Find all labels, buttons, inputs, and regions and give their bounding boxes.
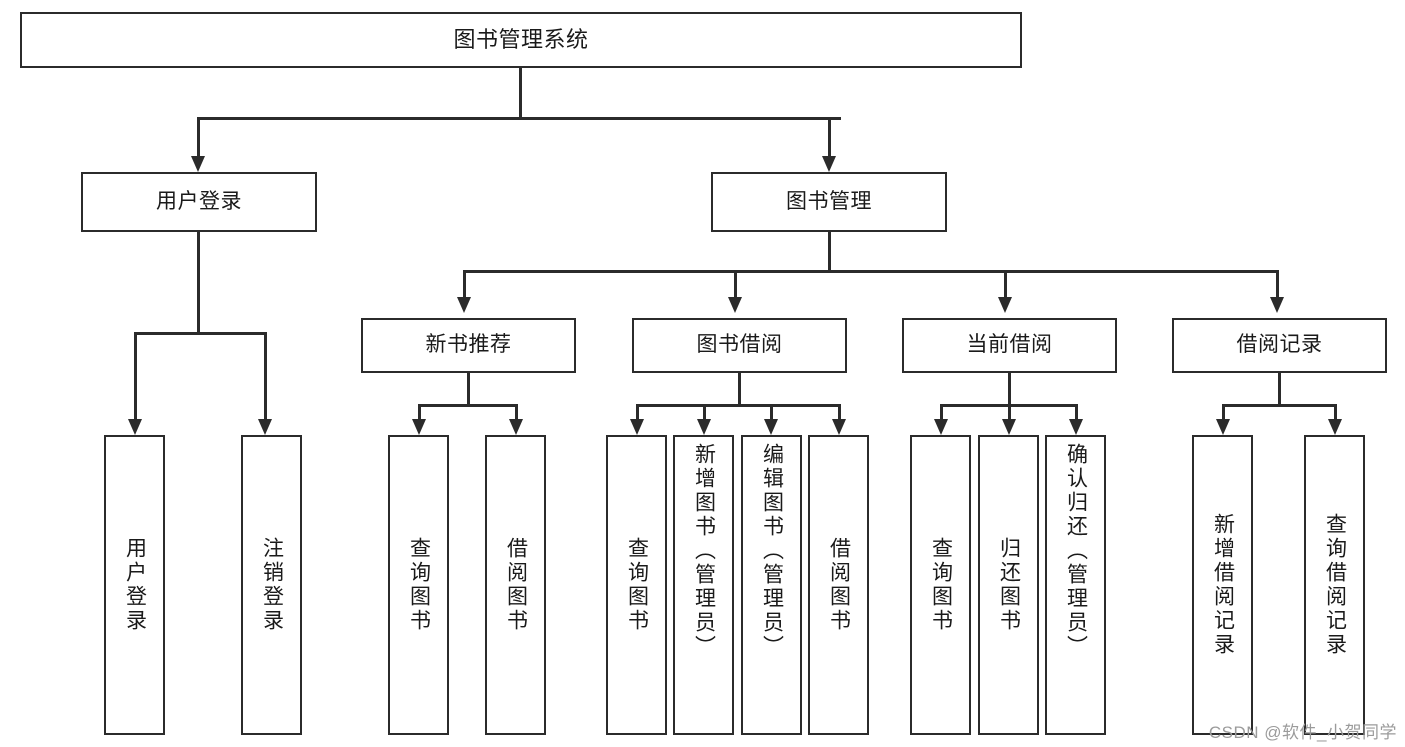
arrowhead-icon <box>509 419 523 435</box>
node-label: 借阅图书 <box>504 537 528 633</box>
node-borrow-record[interactable]: 借阅记录 <box>1172 318 1387 373</box>
node-leaf-logout[interactable]: 注销登录 <box>241 435 302 735</box>
edge-bb-to-leaf-3 <box>770 404 773 422</box>
node-label: 注销登录 <box>260 537 284 633</box>
arrowhead-icon <box>1216 419 1230 435</box>
node-label: 借阅图书 <box>827 537 851 633</box>
edge-bm-to-book-borrow <box>734 270 737 300</box>
arrowhead-icon <box>822 156 836 172</box>
edge-book-management-stem <box>828 232 831 271</box>
node-leaf-query-book-1[interactable]: 查询图书 <box>388 435 449 735</box>
edge-br-bus <box>1223 404 1335 407</box>
node-leaf-confirm-return[interactable]: 确认归还（管理员） <box>1045 435 1106 735</box>
node-leaf-borrow-book-1[interactable]: 借阅图书 <box>485 435 546 735</box>
node-leaf-edit-book[interactable]: 编辑图书（管理员） <box>741 435 802 735</box>
edge-book-management-bus <box>464 270 1279 273</box>
edge-bb-stem <box>738 373 741 405</box>
node-label: 确认归还（管理员） <box>1064 443 1088 659</box>
edge-user-login-stem <box>197 232 200 333</box>
edge-cb-to-leaf-2 <box>1008 404 1011 422</box>
node-leaf-add-book[interactable]: 新增图书（管理员） <box>673 435 734 735</box>
arrowhead-icon <box>457 297 471 313</box>
node-leaf-add-record[interactable]: 新增借阅记录 <box>1192 435 1253 735</box>
edge-user-login-bus <box>135 332 266 335</box>
node-label: 用户登录 <box>156 189 242 213</box>
node-label: 查询借阅记录 <box>1323 513 1347 657</box>
node-leaf-user-login[interactable]: 用户登录 <box>104 435 165 735</box>
edge-br-to-leaf-2 <box>1334 404 1337 422</box>
node-label: 查询图书 <box>929 537 953 633</box>
edge-cb-to-leaf-1 <box>940 404 943 422</box>
node-book-borrow[interactable]: 图书借阅 <box>632 318 847 373</box>
edge-root-stem <box>519 68 522 118</box>
arrowhead-icon <box>998 297 1012 313</box>
arrowhead-icon <box>191 156 205 172</box>
node-book-management[interactable]: 图书管理 <box>711 172 947 232</box>
edge-bb-bus <box>637 404 839 407</box>
node-label: 用户登录 <box>123 537 147 633</box>
edge-nbr-stem <box>467 373 470 405</box>
node-label: 新增借阅记录 <box>1211 513 1235 657</box>
edge-user-login-to-leaf-2 <box>264 332 267 422</box>
node-new-book-recommend[interactable]: 新书推荐 <box>361 318 576 373</box>
edge-br-to-leaf-1 <box>1222 404 1225 422</box>
node-label: 新书推荐 <box>425 333 512 357</box>
arrowhead-icon <box>128 419 142 435</box>
arrowhead-icon <box>412 419 426 435</box>
edge-bb-to-leaf-4 <box>838 404 841 422</box>
node-leaf-borrow-book-2[interactable]: 借阅图书 <box>808 435 869 735</box>
node-leaf-query-book-3[interactable]: 查询图书 <box>910 435 971 735</box>
arrowhead-icon <box>764 419 778 435</box>
arrowhead-icon <box>1069 419 1083 435</box>
node-label: 借阅记录 <box>1236 333 1323 357</box>
edge-cb-stem <box>1008 373 1011 405</box>
edge-nbr-to-leaf-2 <box>515 404 518 422</box>
edge-root-to-book-management <box>828 117 831 158</box>
node-label: 图书管理 <box>786 189 872 213</box>
node-leaf-return-book[interactable]: 归还图书 <box>978 435 1039 735</box>
node-label: 新增图书（管理员） <box>692 443 716 659</box>
arrowhead-icon <box>728 297 742 313</box>
edge-user-login-to-leaf-1 <box>134 332 137 422</box>
arrowhead-icon <box>1270 297 1284 313</box>
edge-bb-to-leaf-1 <box>636 404 639 422</box>
arrowhead-icon <box>1002 419 1016 435</box>
arrowhead-icon <box>630 419 644 435</box>
edge-bb-to-leaf-2 <box>703 404 706 422</box>
arrowhead-icon <box>832 419 846 435</box>
node-user-login[interactable]: 用户登录 <box>81 172 317 232</box>
node-label: 图书借阅 <box>696 333 783 357</box>
node-label: 查询图书 <box>407 537 431 633</box>
node-label: 当前借阅 <box>966 333 1053 357</box>
node-label: 编辑图书（管理员） <box>760 443 784 659</box>
watermark-text: CSDN @软件_小贺同学 <box>1208 723 1397 742</box>
node-leaf-query-record[interactable]: 查询借阅记录 <box>1304 435 1365 735</box>
arrowhead-icon <box>934 419 948 435</box>
edge-root-bus <box>198 117 841 120</box>
edge-bm-to-new-book <box>463 270 466 300</box>
edge-cb-to-leaf-3 <box>1075 404 1078 422</box>
edge-br-stem <box>1278 373 1281 405</box>
node-label: 归还图书 <box>997 537 1021 633</box>
edge-root-to-user-login <box>197 117 200 158</box>
arrowhead-icon <box>258 419 272 435</box>
edge-nbr-bus <box>419 404 517 407</box>
node-current-borrow[interactable]: 当前借阅 <box>902 318 1117 373</box>
edge-bm-to-current-borrow <box>1004 270 1007 300</box>
node-leaf-query-book-2[interactable]: 查询图书 <box>606 435 667 735</box>
arrowhead-icon <box>697 419 711 435</box>
edge-bm-to-borrow-record <box>1276 270 1279 300</box>
arrowhead-icon <box>1328 419 1342 435</box>
edge-nbr-to-leaf-1 <box>418 404 421 422</box>
node-label: 图书管理系统 <box>453 27 589 53</box>
node-label: 查询图书 <box>625 537 649 633</box>
node-root-book-management-system[interactable]: 图书管理系统 <box>20 12 1022 68</box>
